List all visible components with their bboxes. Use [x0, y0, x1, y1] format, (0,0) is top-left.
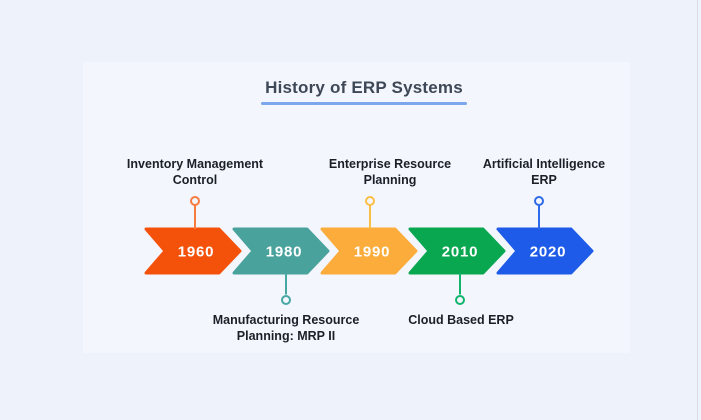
right-edge-line — [697, 0, 698, 420]
chevron-1980 — [232, 227, 330, 275]
year-label-2020: 2020 — [530, 244, 567, 261]
title-underline — [261, 102, 467, 105]
connector-dot-2010 — [455, 295, 465, 305]
connector-dot-1990 — [365, 196, 375, 206]
timeline-label-1990: Enterprise Resource Planning — [328, 157, 452, 187]
chevron-1990 — [320, 227, 418, 275]
year-label-1990: 1990 — [354, 244, 391, 261]
connector-dot-1960 — [190, 196, 200, 206]
connector-dot-2020 — [534, 196, 544, 206]
year-label-1980: 1980 — [266, 244, 303, 261]
timeline-label-1960: Inventory Management Control — [126, 157, 264, 187]
timeline-label-2020: Artificial Intelligence ERP — [482, 157, 606, 187]
chevron-2010 — [408, 227, 506, 275]
chevron-2020 — [496, 227, 594, 275]
timeline-label-1980: Manufacturing Resource Planning: MRP II — [212, 313, 360, 343]
timeline-label-2010: Cloud Based ERP — [408, 313, 514, 327]
chevron-1960 — [144, 227, 242, 275]
year-label-1960: 1960 — [178, 244, 215, 261]
page-title: History of ERP Systems — [265, 78, 463, 97]
title-block: History of ERP Systems — [261, 78, 467, 105]
connector-dot-1980 — [281, 295, 291, 305]
year-label-2010: 2010 — [442, 244, 479, 261]
